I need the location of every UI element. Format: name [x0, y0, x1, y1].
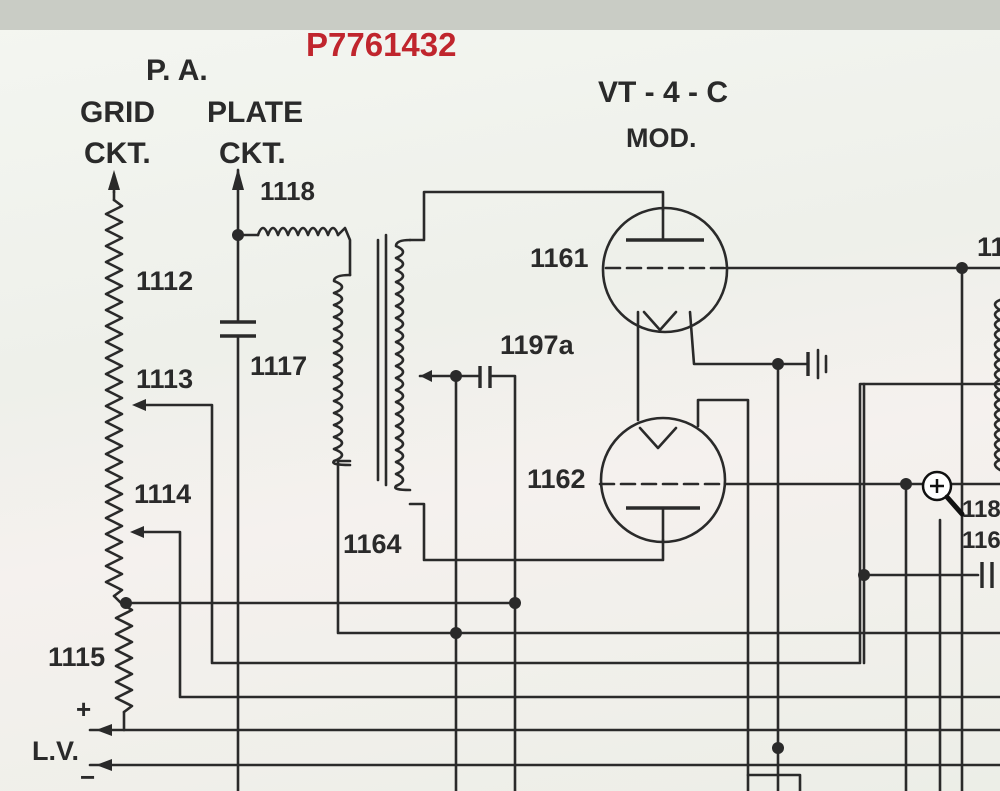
tube-1162-label: 1162: [527, 464, 586, 494]
resistor-1113-label: 1113: [136, 364, 193, 394]
bottom-bus-lines: [746, 773, 802, 791]
grid-label: GRID: [80, 96, 155, 129]
zoom-in-icon[interactable]: [921, 470, 965, 517]
plate-ckt-label: CKT.: [219, 137, 286, 170]
lv-plus-sign: +: [76, 694, 91, 724]
capacitor-1197a-label: 1197a: [500, 330, 575, 360]
tube-1162: [598, 398, 1000, 791]
lv-terminals: [88, 724, 1000, 771]
transformer-1164: [332, 190, 1000, 791]
inductor-1118-label: 1118: [260, 176, 315, 206]
grid-ckt-label: CKT.: [84, 137, 151, 170]
resistor-1115-label: 1115: [48, 642, 105, 672]
tube-1161-label: 1161: [530, 243, 589, 273]
resistor-1112-label: 1112: [136, 266, 193, 296]
tube-type-label: VT - 4 - C: [598, 76, 728, 109]
resistor-1114-label: 1114: [134, 479, 191, 509]
document-code: P7761432: [306, 26, 456, 63]
edge-label-118: 118: [962, 496, 1000, 523]
plate-circuit: [220, 168, 352, 791]
bypass-capacitor: [772, 348, 828, 791]
transformer-1164-label: 1164: [343, 529, 402, 559]
top-shadow-strip: [0, 0, 1000, 30]
edge-label-116: 116: [962, 527, 1000, 554]
pa-label: P. A.: [146, 54, 208, 87]
tube-role-label: MOD.: [626, 123, 697, 153]
right-edge-circuit: [858, 298, 1000, 791]
plate-label: PLATE: [207, 96, 303, 129]
capacitor-1117-label: 1117: [250, 351, 307, 381]
lv-minus-sign: −: [80, 762, 95, 791]
lv-label: L.V.: [32, 736, 79, 766]
resistor-taps: [120, 382, 1000, 699]
tube-1161: [601, 206, 1000, 791]
resistor-string: [104, 170, 134, 732]
edge-label-top: 11: [977, 232, 1000, 262]
capacitor-1197a: [478, 366, 521, 791]
